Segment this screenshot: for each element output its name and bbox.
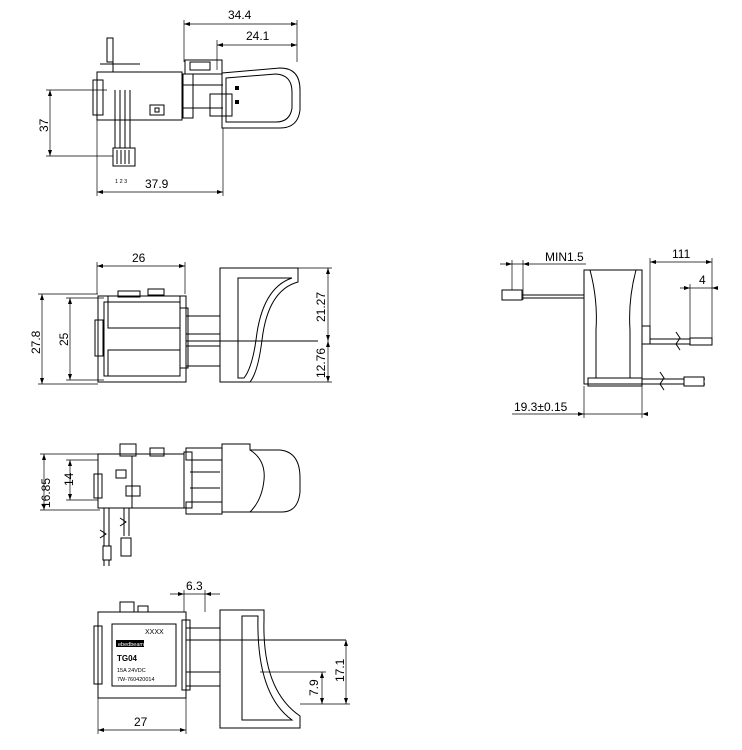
bottom-view: 6.3 XXXX ebedbeam TG04 15A 24VDC 7W-7604… bbox=[93, 579, 350, 734]
dim-width: 26 bbox=[132, 251, 146, 265]
dim-overall-width: 34.4 bbox=[228, 8, 252, 22]
label-date: 7W-760420014 bbox=[117, 677, 155, 683]
dim-height-outer: 27.8 bbox=[29, 330, 43, 354]
dim-height-inner: 25 bbox=[57, 332, 71, 346]
dim-lead: 111 bbox=[672, 247, 691, 261]
dim-length: 37.9 bbox=[145, 177, 169, 191]
dim-height: 37 bbox=[37, 118, 51, 132]
dim-mid: 7.9 bbox=[307, 679, 321, 696]
label-code: XXXX bbox=[145, 629, 164, 636]
label-rating: 15A 24VDC bbox=[117, 668, 146, 674]
label-model: TG04 bbox=[117, 654, 138, 663]
dim-trigger-lower: 12.76 bbox=[314, 348, 328, 378]
right-view: MIN1.5 111 4 19.3±0 bbox=[500, 247, 718, 418]
front-view: 26 21.27 12.76 27.8 bbox=[29, 251, 332, 385]
dim-trigger-upper: 21.27 bbox=[314, 292, 328, 322]
side-view: 16.85 14 bbox=[39, 443, 301, 566]
dim-outer: 16.85 bbox=[39, 478, 53, 508]
dim-strip: 4 bbox=[699, 273, 706, 287]
dim-inner: 14 bbox=[62, 472, 76, 486]
dim-min: MIN1.5 bbox=[545, 250, 584, 264]
pin-numbers: 1 2 3 bbox=[115, 179, 127, 185]
dim-actuator: 24.1 bbox=[246, 29, 270, 43]
top-view: 34.4 24.1 1 2 3 bbox=[37, 8, 301, 196]
dim-trigger: 17.1 bbox=[333, 658, 347, 682]
dim-width: 27 bbox=[134, 715, 148, 729]
dim-offset: 6.3 bbox=[186, 579, 203, 593]
label-brand: ebedbeam bbox=[118, 642, 144, 648]
dim-body: 19.3±0.15 bbox=[514, 400, 568, 414]
